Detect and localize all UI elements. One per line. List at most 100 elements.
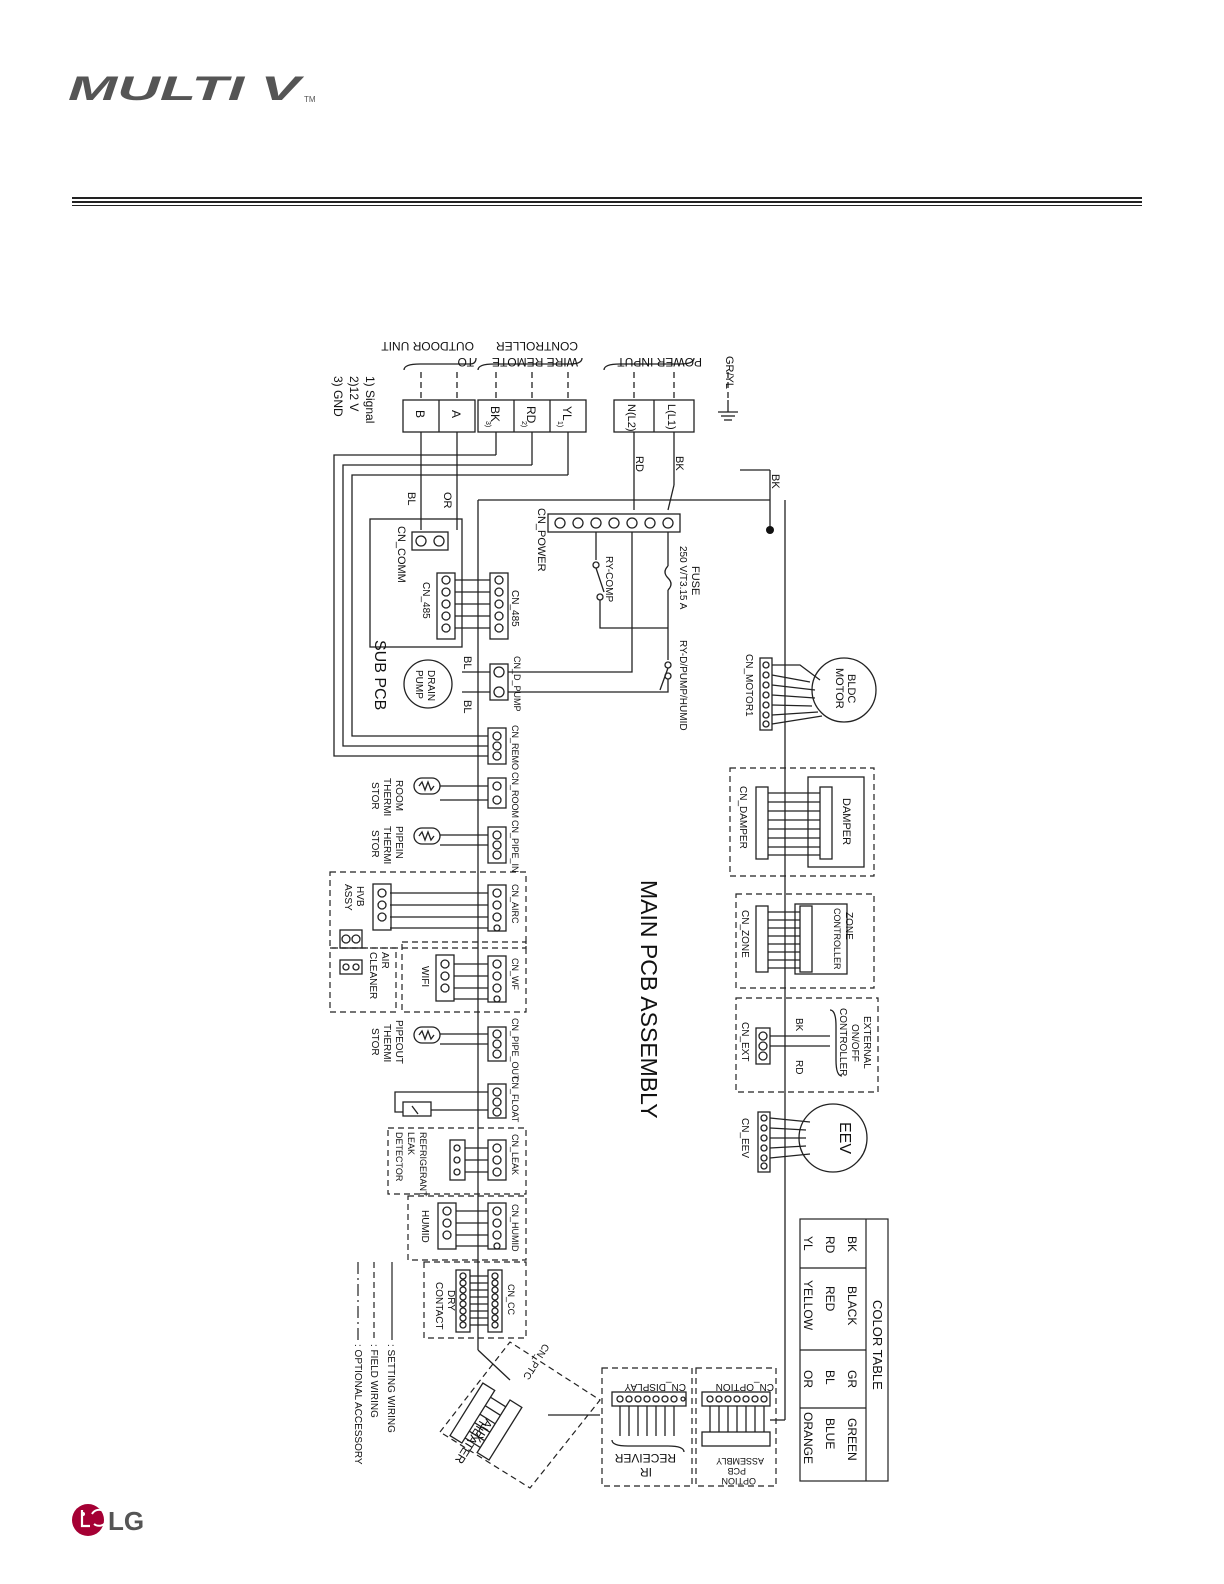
air-cleaner-2: CLEANER — [367, 952, 378, 999]
multi-v-tm: TM — [304, 95, 316, 104]
ry-comp-label: RY-COMP — [603, 556, 614, 602]
drain-pump-1: DRAIN — [425, 670, 436, 701]
room-thermistor-1: ROOM — [393, 780, 404, 811]
pipeout-thermistor-3: STOR — [369, 1028, 380, 1056]
color-row-2-code2: BL — [823, 1370, 837, 1385]
air-cleaner-1: AIR — [379, 952, 390, 969]
leak-detector-1: REFRIGERANT — [418, 1132, 428, 1197]
cn-pipe-in-label: CN_PIPE_IN — [510, 820, 520, 873]
color-row-1-name1: BLACK — [845, 1286, 859, 1325]
terminal-note-2: 2)12 V — [347, 376, 361, 411]
zone-controller-2: CONTROLLER — [832, 908, 842, 970]
lg-logo: LG — [72, 1504, 144, 1536]
leak-detector-3: DETECTOR — [394, 1132, 404, 1182]
fuse-label-1: FUSE — [689, 566, 701, 595]
zone-controller-1: ZONE — [843, 912, 854, 940]
hvb-assy-1: HVB — [354, 886, 365, 907]
wire-label-or: OR — [441, 492, 453, 509]
wifi-label: WIFI — [419, 966, 430, 987]
hvb-assy-2: ASSY — [342, 884, 353, 911]
cn-wf-label: CN_WF — [510, 958, 520, 990]
bldc-motor-2: MOTOR — [833, 668, 845, 709]
wire-label-rd: RD — [633, 456, 645, 472]
dry-contact-1: DRY — [445, 1290, 456, 1311]
wire-remote-line1: WIRE REMOTE — [492, 355, 578, 369]
terminal-n-l2: N(L2) — [625, 404, 637, 432]
cn-humid-label: CN_HUMID — [510, 1204, 520, 1252]
option-pcb-2: PCB — [727, 1466, 746, 1476]
ext-controller-1: EXTERNAL — [861, 1016, 872, 1069]
humid-label: HUMID — [419, 1210, 430, 1243]
cn-power-label: CN_POWER — [535, 508, 547, 572]
terminal-yl-sup: 1) — [556, 421, 563, 427]
terminal-a: A — [449, 410, 463, 418]
color-row-1-code2: GR — [845, 1370, 859, 1388]
terminal-note-1: 1) Signal — [363, 376, 377, 423]
wire-label-rd-ext: RD — [793, 1060, 804, 1074]
ext-controller-3: CONTROLLER — [837, 1008, 848, 1076]
cn-display-label: CN_DISPLAY — [624, 1381, 686, 1392]
color-row-3-name1: YELLOW — [801, 1280, 815, 1331]
terminal-yl: YL — [560, 406, 574, 421]
cn-485-label: CN_485 — [509, 590, 520, 627]
legend-optional-accessory: : OPTIONAL ACCESSORY — [352, 1344, 363, 1465]
wire-label-bl2: BL — [461, 656, 473, 669]
color-row-2-name2: BLUE — [823, 1418, 837, 1449]
multi-v-logo-text: MULTI V — [68, 70, 306, 106]
color-row-1-name2: GREEN — [845, 1418, 859, 1461]
ground-wire-label: GR/YL — [723, 356, 735, 389]
sub-pcb-label: SUB PCB — [371, 640, 388, 710]
outdoor-unit-line1: TO — [458, 355, 474, 369]
room-thermistor-3: STOR — [369, 782, 380, 810]
wire-remote-line2: CONTROLLER — [496, 339, 578, 353]
terminal-note-3: 3) GND — [331, 376, 345, 417]
terminal-rd: RD — [524, 406, 538, 424]
color-row-1-code1: BK — [845, 1236, 859, 1252]
pipeout-thermistor-1: PIPEOUT — [393, 1020, 404, 1064]
option-pcb-1: OPTION — [721, 1476, 756, 1486]
color-row-3-code2: OR — [801, 1370, 815, 1388]
outdoor-unit-line2: OUTDOOR UNIT — [381, 339, 474, 353]
multi-v-logo: MULTI V TM — [68, 70, 316, 106]
cn-485-sub-label: CN_485 — [420, 582, 431, 619]
cn-pipe-out-label: CN_PIPE_OUT — [510, 1018, 520, 1081]
ry-d-pump-label: RY-D/PUMP/HUMID — [677, 640, 688, 731]
bldc-motor-1: BLDC — [845, 674, 857, 703]
damper-label: DAMPER — [840, 798, 852, 845]
cn-cc-label: CN_CC — [506, 1284, 516, 1316]
color-table-title: COLOR TABLE — [870, 1300, 885, 1390]
terminal-bk-sup: 3) — [484, 421, 491, 427]
wire-label-bk1: BK — [673, 456, 685, 471]
cn-comm-label: CN_COMM — [395, 526, 407, 583]
option-pcb-3: ASSEMBLY — [716, 1456, 764, 1466]
pipein-thermistor-3: STOR — [369, 830, 380, 858]
wire-label-bl3: BL — [461, 700, 473, 713]
eev-label: EEV — [836, 1122, 853, 1154]
color-row-2-code1: RD — [823, 1236, 837, 1254]
terminal-bk: BK — [488, 406, 502, 422]
color-row-3-name2: ORANGE — [801, 1412, 815, 1464]
cn-airc-label: CN_AIRC — [510, 884, 520, 924]
leak-detector-2: LEAK — [406, 1132, 416, 1155]
ext-controller-2: ON/OFF — [849, 1024, 860, 1062]
cn-zone-label: CN_ZONE — [739, 910, 750, 958]
cn-leak-label: CN_LEAK — [510, 1134, 520, 1175]
terminal-b: B — [413, 410, 427, 418]
cn-ptc-label: CN_PTC — [520, 1341, 551, 1381]
pipein-thermistor-1: PIPEIN — [393, 826, 404, 859]
cn-float-label: CN_FLOAT — [510, 1076, 520, 1123]
fuse-label-2: 250 V/T3.15 A — [677, 546, 688, 610]
legend-field-wiring: : FIELD WIRING — [368, 1344, 379, 1418]
wire-label-bk-ext: BK — [793, 1018, 804, 1032]
ir-receiver-2: RECEIVER — [614, 1451, 676, 1465]
lg-logo-text: LG — [108, 1506, 144, 1536]
pipeout-thermistor-2: THERMI — [381, 1024, 392, 1062]
cn-damper-label: CN_DAMPER — [737, 786, 748, 849]
terminal-rd-sup: 2) — [520, 421, 527, 427]
cn-motor1-label: CN_MOTOR1 — [743, 654, 754, 717]
color-row-2-name1: RED — [823, 1286, 837, 1312]
power-input-label: POWER INPUT — [617, 355, 702, 369]
wire-label-bl1: BL — [405, 492, 417, 505]
dry-contact-2: CONTACT — [433, 1282, 444, 1330]
